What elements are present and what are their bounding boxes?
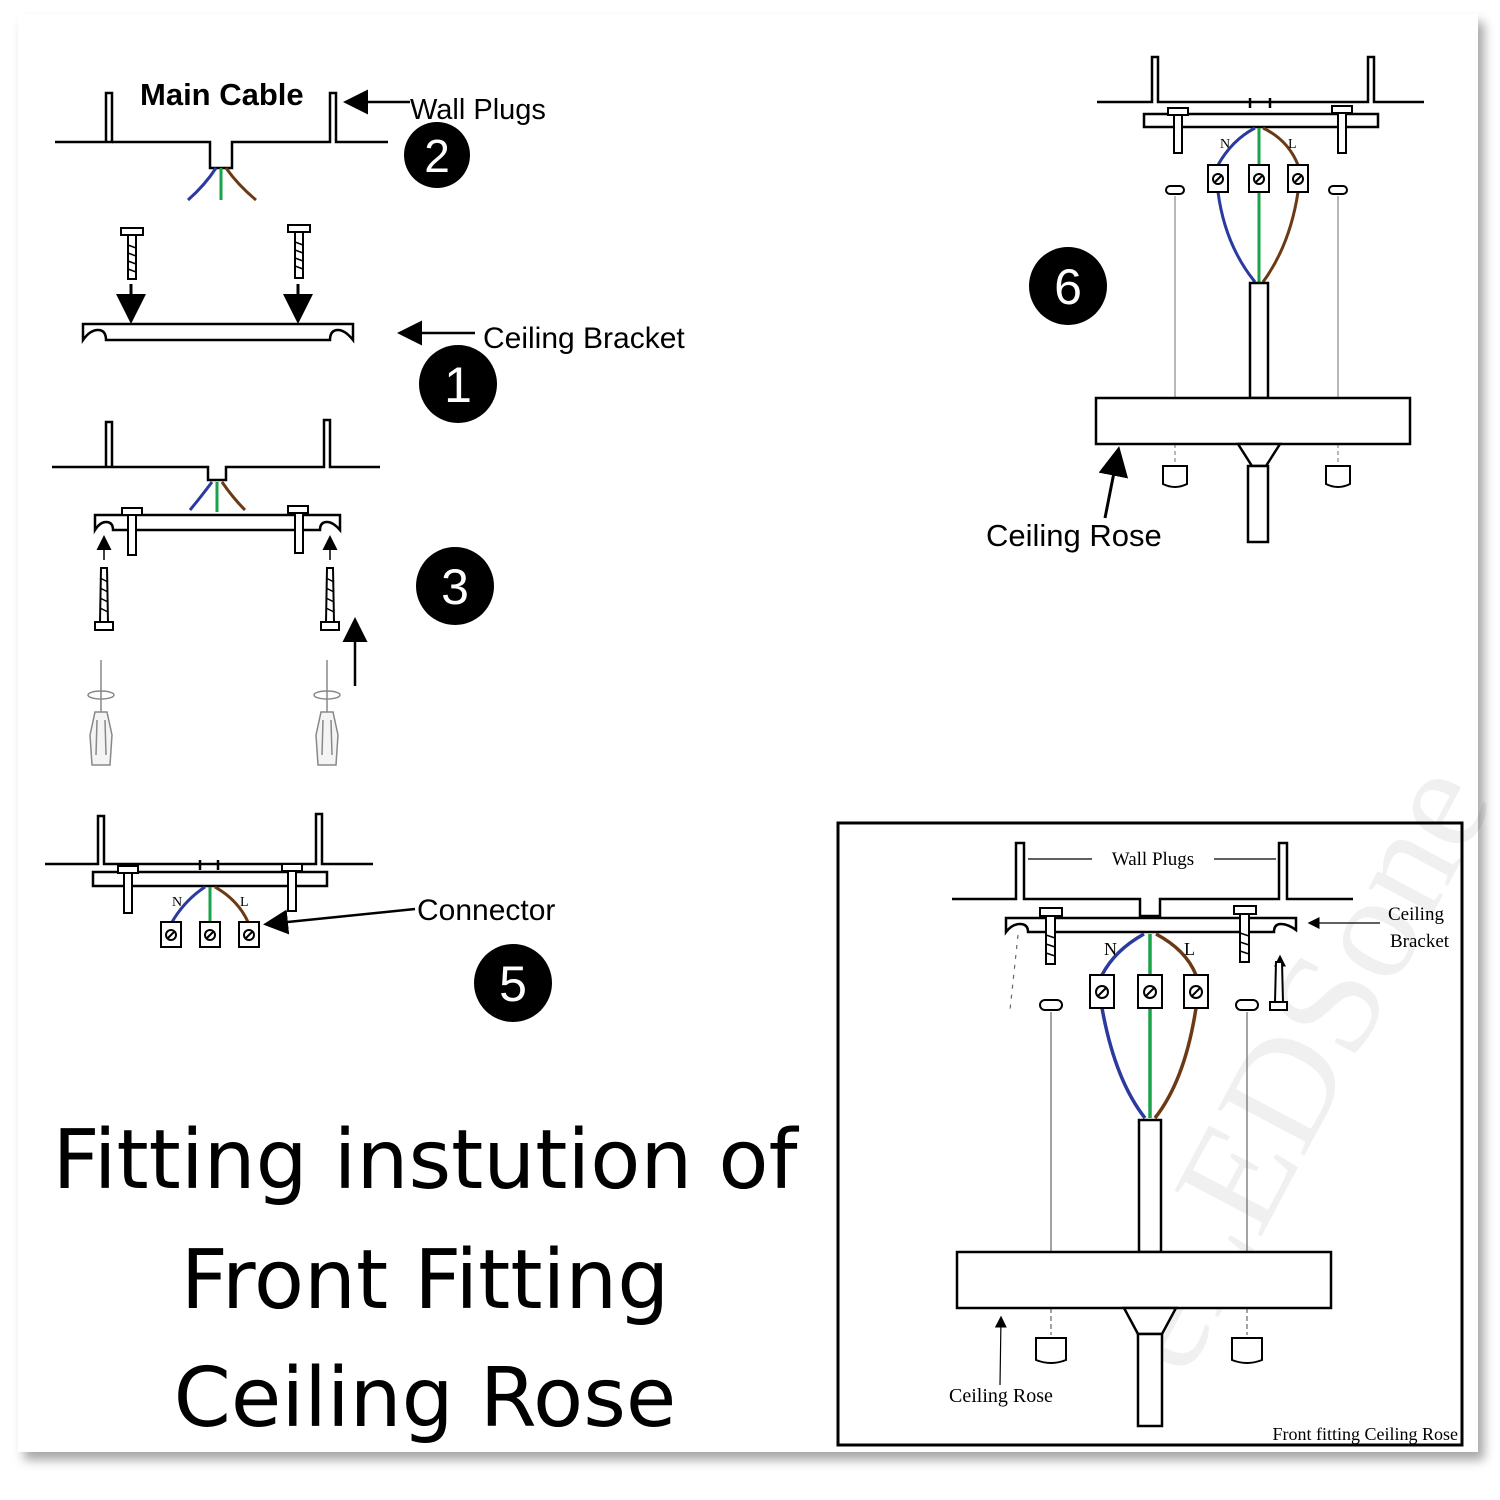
step1-screw-right bbox=[287, 224, 311, 279]
step5-connectors bbox=[160, 921, 260, 948]
step6-cable-sleeve bbox=[1248, 281, 1270, 400]
step2-badge bbox=[404, 122, 470, 188]
step6-connectors bbox=[1207, 164, 1309, 193]
step6-wires bbox=[1216, 126, 1300, 283]
step6-ceiling bbox=[1097, 55, 1424, 108]
inset-bracket-label-2: Bracket bbox=[1390, 931, 1450, 952]
ceiling-rose-label: Ceiling Rose bbox=[986, 518, 1162, 553]
step6-rose-nozzle bbox=[1235, 442, 1283, 468]
step6-bracket bbox=[1142, 112, 1380, 129]
ceiling-bracket-label: Ceiling Bracket bbox=[483, 322, 685, 355]
inset-bracket-label-1: Ceiling bbox=[1388, 904, 1444, 925]
step1-badge bbox=[419, 345, 497, 423]
inset-connectors bbox=[1089, 974, 1209, 1009]
screwdriver-right-icon bbox=[313, 660, 341, 766]
inset-ceiling-rose-label: Ceiling Rose bbox=[949, 1385, 1053, 1407]
step5-badge bbox=[474, 944, 552, 1022]
main-cable-label: Main Cable bbox=[140, 77, 304, 112]
step5-bracket-screws bbox=[117, 863, 303, 914]
step5-ceiling bbox=[45, 812, 373, 870]
step3-badge bbox=[416, 547, 494, 625]
step6-cap-left bbox=[1162, 465, 1188, 488]
step6-guide-lines bbox=[1174, 196, 1339, 462]
inset-rose-arrow bbox=[994, 1315, 1007, 1386]
inset-cap-right bbox=[1231, 1337, 1263, 1364]
step5-wires bbox=[170, 885, 250, 923]
step1-number: 1 bbox=[444, 357, 472, 413]
inset-ceiling bbox=[952, 841, 1353, 918]
step5-number: 5 bbox=[499, 956, 527, 1012]
inset-ceiling-rose bbox=[955, 1250, 1333, 1310]
step2-number: 2 bbox=[424, 130, 450, 182]
step6-ceiling-rose bbox=[1094, 396, 1412, 446]
wall-plugs-label: Wall Plugs bbox=[410, 94, 546, 126]
ceiling-rose-arrow bbox=[1098, 446, 1129, 519]
step6-n-label: N bbox=[1220, 137, 1230, 152]
step5-l-label: L bbox=[240, 895, 249, 910]
inset-wall-plugs-label: Wall Plugs bbox=[1112, 849, 1194, 870]
inset-caption: Front fitting Ceiling Rose bbox=[1272, 1424, 1458, 1444]
step1-screw-left bbox=[120, 227, 144, 280]
inset-l-label: L bbox=[1184, 939, 1195, 959]
step6-bracket-screws bbox=[1167, 105, 1353, 154]
connector-arrow bbox=[263, 907, 416, 935]
inset-bracket-screws bbox=[1039, 905, 1257, 965]
step3-ceiling bbox=[52, 418, 380, 482]
title-line-3: Ceiling Rose bbox=[173, 1351, 677, 1446]
inset-cable-sleeve bbox=[1137, 1118, 1163, 1254]
step6-number: 6 bbox=[1054, 259, 1082, 315]
step3-screw-right bbox=[320, 567, 340, 631]
step6-pendant-cable bbox=[1246, 464, 1270, 544]
step3-number: 3 bbox=[441, 559, 469, 615]
step6-l-label: L bbox=[1288, 137, 1297, 152]
step2-ceiling bbox=[55, 91, 388, 170]
ceiling-bracket bbox=[81, 322, 355, 344]
step6-cap-right bbox=[1325, 465, 1351, 488]
step3-bracket bbox=[93, 513, 342, 535]
step5-bracket bbox=[91, 870, 329, 888]
inset-bracket bbox=[1004, 916, 1298, 936]
inset-panel: eLEDSone Wall Plugs Ceiling Bracket bbox=[836, 736, 1500, 1447]
connector-label: Connector bbox=[417, 894, 555, 927]
step3-wires bbox=[188, 481, 247, 512]
step3-screw-left bbox=[94, 567, 114, 631]
inset-cap-left bbox=[1035, 1337, 1067, 1364]
inset-pendant-cable bbox=[1136, 1332, 1164, 1428]
screwdriver-left-icon bbox=[87, 660, 115, 766]
step2-cable-wires bbox=[187, 167, 257, 202]
step6-badge bbox=[1029, 247, 1107, 325]
inset-wires bbox=[1100, 932, 1198, 1120]
title-line-2: Front Fitting bbox=[180, 1233, 670, 1328]
step5-n-label: N bbox=[172, 895, 182, 910]
inset-guide-lines bbox=[1009, 934, 1248, 1335]
inset-n-label: N bbox=[1104, 939, 1117, 959]
step3-bracket-screws bbox=[121, 505, 309, 556]
title-line-1: Fitting instution of bbox=[52, 1113, 798, 1208]
inset-slots bbox=[1039, 999, 1259, 1011]
inset-loose-screw bbox=[1269, 961, 1288, 1011]
step6-slots bbox=[1165, 185, 1348, 195]
